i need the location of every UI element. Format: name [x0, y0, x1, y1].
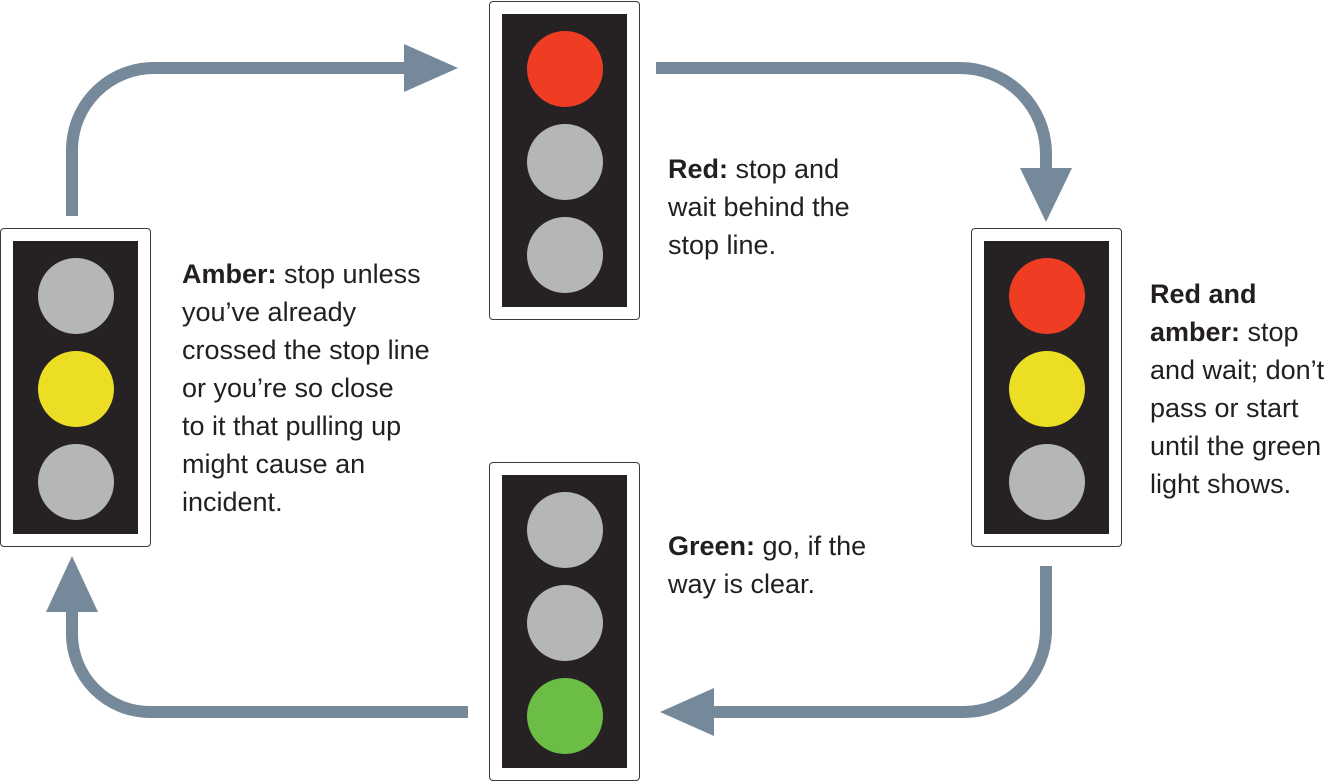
caption-red-text: stop and wait behind the stop line.	[668, 154, 850, 260]
traffic-light-red	[489, 1, 640, 320]
caption-green: Green: go, if the way is clear.	[668, 527, 866, 603]
arrowhead-down-icon	[1020, 168, 1072, 222]
traffic-light-red-amber	[971, 228, 1122, 547]
lamp-top	[1009, 258, 1085, 334]
caption-red-amber-heading: Red and amber:	[1150, 279, 1257, 347]
lamp-middle	[527, 585, 603, 661]
caption-green-heading: Green:	[668, 531, 756, 561]
caption-red-heading: Red:	[668, 154, 728, 184]
signal-housing	[502, 14, 627, 307]
arrow-red-amber-to-green	[660, 566, 1052, 736]
caption-amber: Amber: stop unless you’ve already crosse…	[182, 255, 430, 521]
lamp-bottom	[1009, 444, 1085, 520]
lamp-middle	[527, 124, 603, 200]
lamp-top	[38, 258, 114, 334]
signal-housing	[502, 475, 627, 768]
caption-green-text: go, if the way is clear.	[668, 531, 867, 599]
lamp-middle	[38, 351, 114, 427]
traffic-light-green	[489, 462, 640, 781]
lamp-bottom	[527, 678, 603, 754]
arrowhead-up-icon	[46, 556, 98, 612]
arrowhead-left-icon	[660, 688, 714, 736]
caption-amber-heading: Amber:	[182, 259, 277, 289]
caption-amber-text: stop unless you’ve already crossed the s…	[182, 259, 430, 517]
signal-housing	[13, 241, 138, 534]
traffic-light-amber	[0, 228, 151, 547]
lamp-middle	[1009, 351, 1085, 427]
signal-housing	[984, 241, 1109, 534]
caption-red-amber: Red and amber: stop and wait; don’t pass…	[1150, 275, 1324, 503]
caption-red: Red: stop and wait behind the stop line.	[668, 150, 850, 264]
arrow-red-to-red-amber	[656, 62, 1072, 222]
arrow-amber-to-red	[66, 44, 458, 216]
arrowhead-right-icon	[404, 44, 458, 92]
caption-red-amber-text: stop and wait; don’t pass or start until…	[1150, 317, 1325, 499]
arrow-green-to-amber	[46, 556, 468, 718]
lamp-bottom	[38, 444, 114, 520]
lamp-bottom	[527, 217, 603, 293]
lamp-top	[527, 492, 603, 568]
lamp-top	[527, 31, 603, 107]
